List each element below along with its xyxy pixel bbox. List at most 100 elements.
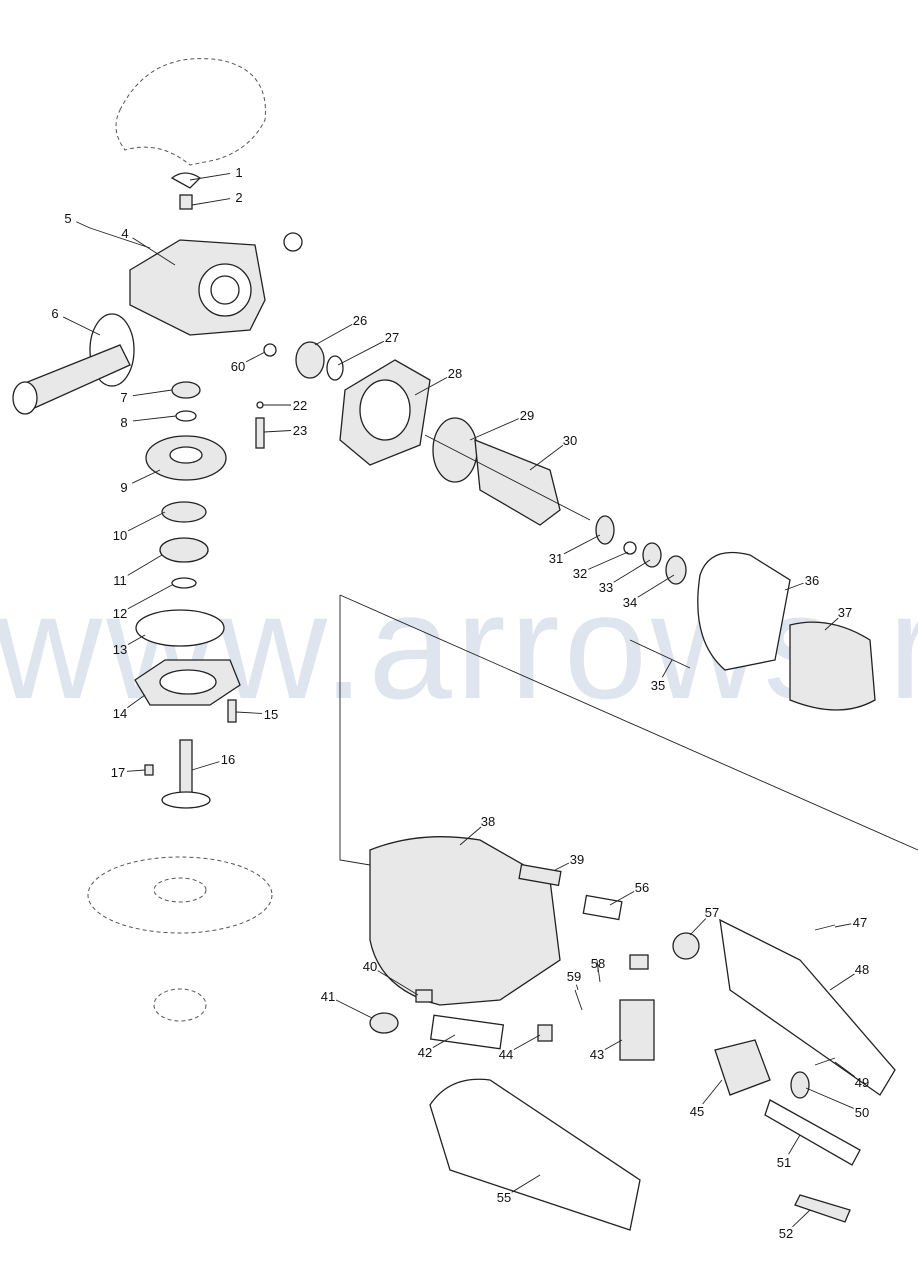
part-number-label-34: 34: [623, 595, 637, 610]
leader-line-51: [788, 1134, 801, 1155]
part-2-spring: [179, 194, 193, 210]
leader-line-4: [132, 237, 176, 266]
leader-line-29: [469, 418, 519, 441]
part-56-label: [582, 894, 623, 921]
leader-line-28: [414, 376, 448, 396]
part-number-label-39: 39: [570, 852, 584, 867]
leader-line-14: [127, 694, 146, 709]
part-55-handle-half: [429, 1078, 641, 1231]
part-number-label-30: 30: [563, 433, 577, 448]
leader-line-60: [245, 351, 266, 363]
part-number-label-4: 4: [121, 226, 128, 241]
part-number-label-38: 38: [481, 814, 495, 829]
part-number-label-28: 28: [448, 366, 462, 381]
part-number-label-16: 16: [221, 752, 235, 767]
part-number-label-1: 1: [235, 165, 242, 180]
leader-line-38: [459, 826, 482, 846]
leader-line-23: [263, 430, 292, 433]
part-number-label-33: 33: [599, 580, 613, 595]
part-41-cap: [369, 1012, 399, 1034]
leader-line-33: [613, 559, 651, 583]
leader-line-35: [662, 659, 673, 678]
part-number-label-2: 2: [235, 190, 242, 205]
leader-line-52: [792, 1209, 811, 1228]
part-number-label-22: 22: [293, 398, 307, 413]
leader-line-32: [588, 551, 629, 570]
part-number-label-15: 15: [264, 707, 278, 722]
leader-line-6: [62, 316, 101, 336]
leader-line-2: [191, 198, 231, 206]
part-23-pin: [255, 417, 265, 449]
leader-line-57: [689, 918, 707, 936]
leader-line-45: [702, 1079, 723, 1105]
part-number-label-29: 29: [520, 408, 534, 423]
leader-line-7: [132, 389, 173, 397]
part-number-label-13: 13: [113, 642, 127, 657]
part-1: [170, 172, 202, 189]
part-number-label-49: 49: [855, 1075, 869, 1090]
part-number-label-48: 48: [855, 962, 869, 977]
leader-line-31: [563, 534, 601, 555]
part-number-label-32: 32: [573, 566, 587, 581]
part-15-screw: [227, 699, 237, 723]
part-number-label-59: 59: [567, 969, 581, 984]
leader-line-39: [554, 862, 570, 871]
part-35-screw: [629, 639, 691, 669]
leader-line-8: [132, 415, 177, 422]
part-number-label-26: 26: [353, 313, 367, 328]
part-number-label-14: 14: [113, 706, 127, 721]
part-50: [790, 1071, 810, 1099]
part-number-label-47: 47: [853, 915, 867, 930]
wheel-outline: [87, 856, 273, 934]
part-58: [596, 959, 601, 983]
part-57: [672, 932, 700, 960]
part-36-baffle: [697, 551, 791, 671]
leader-line-50: [805, 1087, 854, 1109]
part-number-label-12: 12: [113, 606, 127, 621]
leader-line-30: [529, 445, 564, 471]
leader-line-26: [314, 323, 353, 346]
part-number-label-58: 58: [591, 956, 605, 971]
breather-plug: [283, 232, 303, 252]
leader-line-37: [824, 617, 839, 631]
part-number-label-44: 44: [499, 1047, 513, 1062]
leader-line-27: [337, 340, 385, 366]
part-38-motor-housing: [369, 836, 561, 1006]
part-51-cord-guard: [764, 1099, 861, 1166]
leader-line-47: [834, 923, 852, 928]
part-number-label-52: 52: [779, 1226, 793, 1241]
leader-line-44: [513, 1034, 541, 1051]
part-60: [263, 343, 277, 357]
leader-line-13: [127, 634, 146, 645]
part-number-label-31: 31: [549, 551, 563, 566]
part-number-label-56: 56: [635, 880, 649, 895]
part-33: [642, 542, 662, 568]
part-45-switch: [714, 1039, 771, 1096]
leader-line-9: [131, 469, 161, 484]
part-number-label-37: 37: [838, 605, 852, 620]
part-26-bearing: [295, 341, 325, 379]
part-47-screw: [814, 924, 836, 931]
leader-line-10: [127, 511, 166, 532]
part-number-label-17: 17: [111, 765, 125, 780]
part-number-label-5: 5: [64, 211, 71, 226]
leader-line-42: [432, 1034, 456, 1048]
part-37-field: [789, 621, 876, 711]
part-48-handle-half: [719, 918, 896, 1096]
part-number-label-6: 6: [51, 306, 58, 321]
part-40-brush: [415, 989, 433, 1003]
part-number-label-36: 36: [805, 573, 819, 588]
leader-line-17: [126, 769, 146, 772]
part-34-bearing: [665, 555, 687, 585]
part-59: [574, 989, 583, 1011]
part-number-label-43: 43: [590, 1047, 604, 1062]
leader-line-12: [127, 584, 173, 610]
part-number-label-11: 11: [113, 573, 127, 588]
part-42-sheet: [429, 1014, 505, 1050]
leader-line-5: [76, 221, 91, 229]
leader-line-49: [834, 1061, 856, 1078]
wheel-guard-outline: [115, 58, 266, 166]
leader-line-15: [235, 711, 263, 714]
part-13-o-ring: [135, 609, 225, 647]
